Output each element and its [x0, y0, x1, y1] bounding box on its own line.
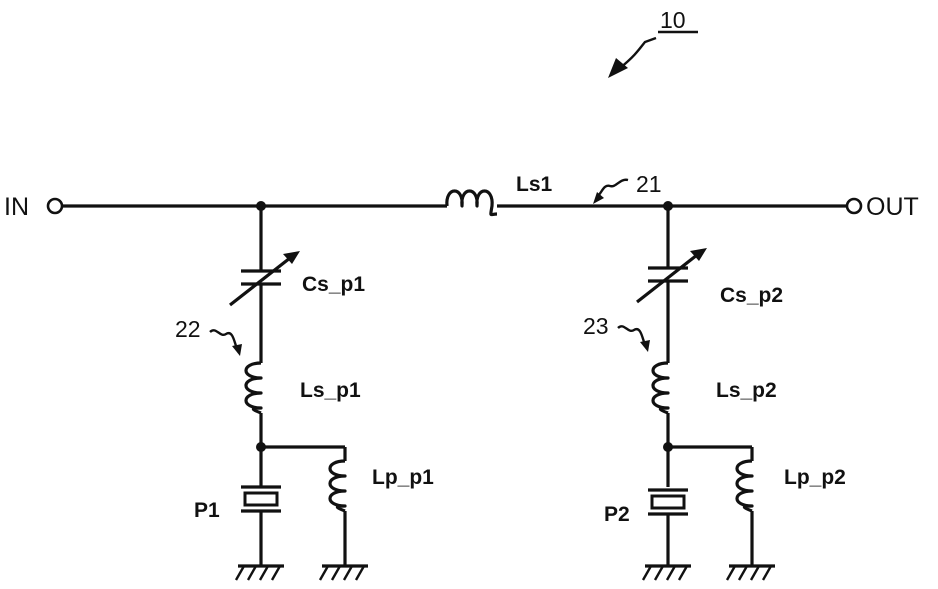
- cs-p2-label: Cs_p2: [720, 284, 783, 307]
- cs-p1-arrowhead: [283, 251, 300, 264]
- input-label: IN: [4, 193, 29, 221]
- cs-p1-label: Cs_p1: [302, 273, 365, 296]
- ls-p1-label: Ls_p1: [300, 379, 361, 402]
- output-label: OUT: [866, 193, 919, 221]
- lp-p1-inductor: [328, 459, 347, 513]
- series-inductor-ls1: [445, 189, 498, 217]
- ground-p2: [641, 564, 691, 581]
- figure-ref: 10: [608, 7, 698, 78]
- branch22-leader: [209, 329, 238, 347]
- main-line: IN OUT Ls1 21: [4, 171, 919, 221]
- branch23-leader: [617, 325, 646, 343]
- branch-1: Cs_p1 22 Ls_p1 Lp_p1 P1: [175, 206, 434, 581]
- node21-label: 21: [636, 171, 662, 197]
- lp-p2-inductor: [735, 459, 754, 513]
- input-terminal: [46, 197, 64, 215]
- ls1-label: Ls1: [516, 173, 553, 196]
- cs-p2-variable-arrow: [636, 253, 698, 304]
- ls-p1-inductor: [244, 361, 263, 415]
- p1-label: P1: [194, 499, 220, 522]
- branch23-label: 23: [583, 313, 609, 339]
- branch-2: Cs_p2 23 Ls_p2 Lp_p2 P2: [583, 206, 846, 581]
- ground-lp-p1: [318, 564, 368, 581]
- p1-resonator-body: [243, 491, 279, 507]
- branch23-arrowhead: [640, 340, 650, 352]
- p2-label: P2: [604, 503, 630, 526]
- branch22-label: 22: [175, 316, 201, 342]
- lp-p2-label: Lp_p2: [784, 466, 846, 489]
- output-terminal: [845, 197, 863, 215]
- node21-arrowhead: [593, 192, 604, 204]
- figure-ref-number: 10: [660, 7, 686, 33]
- ground-lp-p2: [725, 564, 775, 581]
- ground-p1: [234, 564, 284, 581]
- ls-p2-inductor: [651, 361, 670, 415]
- figure-ref-leader: [619, 36, 657, 69]
- p2-resonator-body: [650, 494, 686, 510]
- cs-p2-arrowhead: [690, 248, 707, 261]
- lp-p1-label: Lp_p1: [372, 466, 434, 489]
- figure-ref-arrowhead: [608, 58, 628, 78]
- node21-leader: [597, 178, 629, 197]
- branch22-arrowhead: [232, 344, 242, 356]
- ls-p2-label: Ls_p2: [716, 379, 777, 402]
- cs-p1-variable-arrow: [229, 256, 291, 307]
